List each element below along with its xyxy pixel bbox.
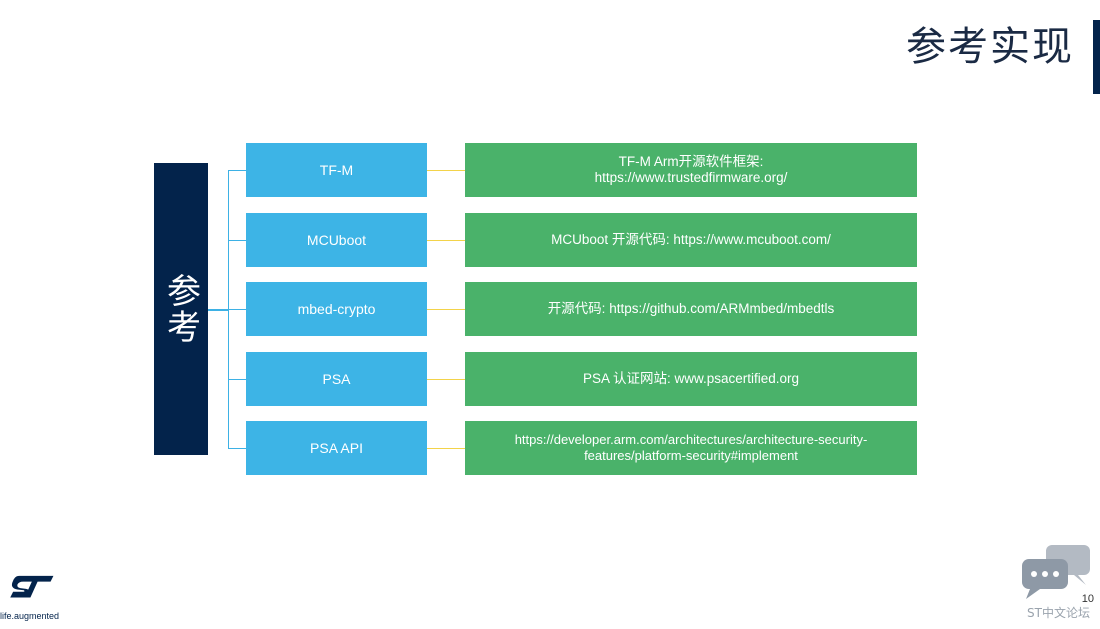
row-name-tf-m: TF-M: [246, 143, 427, 197]
slide-title: 参考实现: [906, 24, 1074, 70]
row-desc-mbed-crypto: 开源代码: https://github.com/ARMmbed/mbedtls: [465, 282, 917, 336]
row-desc-mcuboot: MCUboot 开源代码: https://www.mcuboot.com/: [465, 213, 917, 267]
branch-connector-3: [228, 309, 246, 310]
row-desc-psa: PSA 认证网站: www.psacertified.org: [465, 352, 917, 406]
footer-tagline: life.augmented: [0, 611, 60, 621]
chat-bubbles-icon: [1022, 545, 1090, 599]
branch-connector-2: [228, 240, 246, 241]
forum-label: ST中文论坛: [1027, 606, 1090, 620]
row-desc-tf-m: TF-M Arm开源软件框架: https://www.trustedfirmw…: [465, 143, 917, 197]
page-number: 10: [1081, 593, 1094, 605]
row-name-mcuboot: MCUboot: [246, 213, 427, 267]
row-name-psa-api: PSA API: [246, 421, 427, 475]
row-name-mbed-crypto: mbed-crypto: [246, 282, 427, 336]
row-link-line-4: [427, 379, 465, 380]
row-link-line-2: [427, 240, 465, 241]
branch-connector-4: [228, 379, 246, 380]
side-label-text: 参考: [160, 273, 201, 345]
side-label-box: 参考: [154, 163, 208, 455]
branch-connector-5: [228, 448, 246, 449]
row-desc-psa-api: https://developer.arm.com/architectures/…: [465, 421, 917, 475]
row-link-line-1: [427, 170, 465, 171]
side-connector-horizontal: [208, 309, 228, 311]
row-link-line-5: [427, 448, 465, 449]
st-logo-icon: [10, 575, 54, 598]
branch-connector-1: [228, 170, 246, 171]
row-name-psa: PSA: [246, 352, 427, 406]
row-link-line-3: [427, 309, 465, 310]
title-accent-bar: [1093, 20, 1100, 94]
